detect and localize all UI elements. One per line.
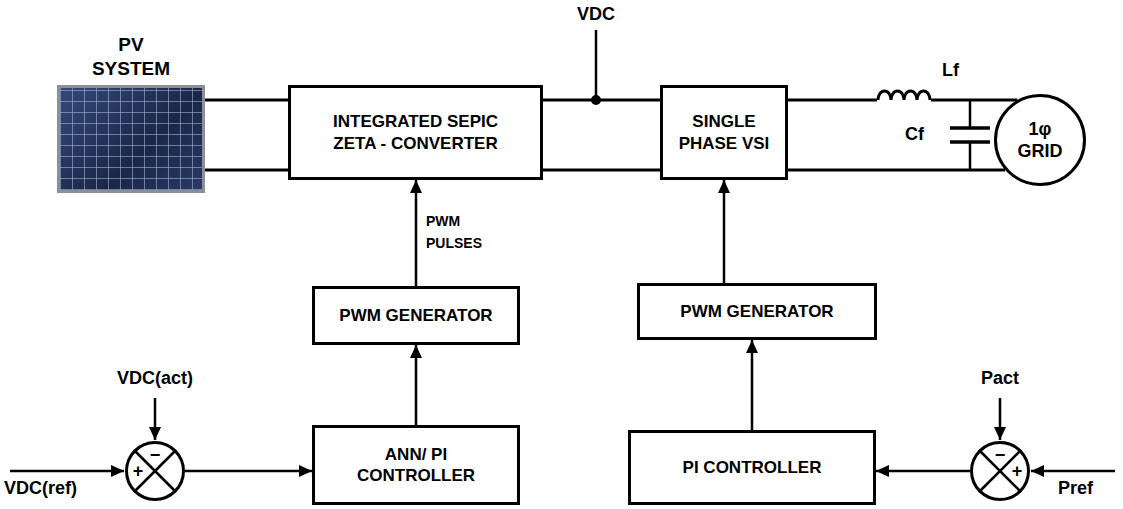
signal-name: VDC	[577, 4, 615, 26]
capacitor-plate	[950, 126, 990, 130]
solar-panel: PV SYSTEM	[57, 85, 205, 193]
input-arrow	[1031, 470, 1115, 473]
signal-name: Pact	[981, 368, 1019, 390]
pwm-generator-box: PWM GENERATOR	[312, 286, 520, 345]
circle-outline	[996, 96, 1085, 185]
sign-symbol: +	[133, 462, 144, 480]
capacitor-lead	[969, 142, 972, 170]
signal-arrow	[876, 470, 970, 473]
capacitor-lead	[969, 100, 972, 128]
signal-arrow	[723, 180, 726, 283]
power-wire	[788, 169, 1005, 172]
input-arrow	[999, 398, 1002, 440]
controller-box: PI CONTROLLER	[628, 430, 876, 505]
controller-box: ANN/ PI CONTROLLER	[312, 425, 520, 505]
summing-junction: −+	[970, 441, 1030, 501]
circle-outline	[972, 443, 1029, 500]
node-text: ANN/ PI CONTROLLER	[341, 444, 491, 487]
circle-outline	[127, 443, 184, 500]
dc-tap-line	[595, 30, 598, 100]
inductor-symbol	[878, 91, 930, 100]
signal-name: Pref	[1058, 478, 1093, 500]
node-text: SINGLE PHASE VSI	[674, 111, 774, 154]
panel-heading: PV SYSTEM	[85, 33, 177, 82]
signal-arrow	[185, 470, 312, 473]
grid-symbol	[994, 94, 1086, 186]
dc-tap-dot	[591, 95, 601, 105]
summing-junction: −+	[125, 441, 185, 501]
signal-arrow	[751, 340, 754, 430]
converter-box: INTEGRATED SEPIC ZETA - CONVERTER	[288, 85, 543, 180]
sign-symbol: −	[150, 446, 161, 464]
sign-symbol: +	[1012, 462, 1023, 480]
signal-arrow	[415, 180, 418, 286]
pwm-generator-box: PWM GENERATOR	[637, 283, 877, 340]
edge-label: PWM PULSES	[426, 211, 488, 254]
power-wire	[543, 99, 660, 102]
signal-name: VDC(act)	[117, 368, 193, 390]
node-text: PWM GENERATOR	[339, 305, 492, 326]
sign-symbol: −	[995, 446, 1006, 464]
power-wire	[205, 99, 288, 102]
component-name: Cf	[905, 124, 924, 146]
signal-name: VDC(ref)	[4, 478, 77, 500]
node-text: INTEGRATED SEPIC ZETA - CONVERTER	[313, 111, 518, 154]
node-text: 1φ GRID	[1014, 118, 1066, 163]
component-name: Lf	[942, 60, 959, 82]
input-arrow	[10, 470, 124, 473]
node-text: PI CONTROLLER	[683, 457, 822, 478]
power-wire	[205, 169, 288, 172]
signal-arrow	[415, 345, 418, 425]
grid-circle: 1φ GRID	[994, 94, 1086, 186]
inverter-box: SINGLE PHASE VSI	[660, 85, 788, 180]
power-wire	[543, 169, 660, 172]
input-arrow	[154, 398, 157, 440]
node-text: PWM GENERATOR	[680, 301, 833, 322]
